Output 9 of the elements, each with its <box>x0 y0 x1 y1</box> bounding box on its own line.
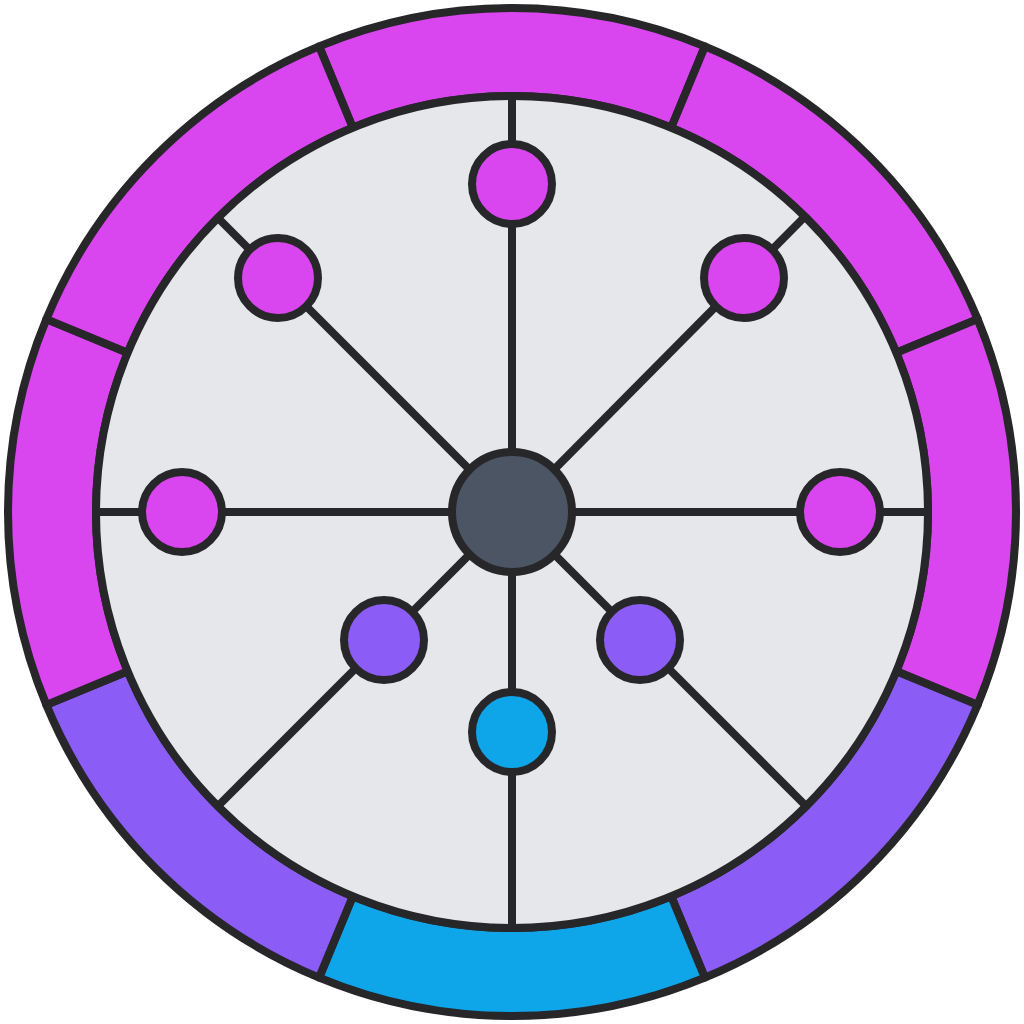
connector-line <box>572 508 800 516</box>
connector-line <box>508 572 516 692</box>
hub-node <box>448 448 576 576</box>
connector-line <box>551 551 615 615</box>
connector-line <box>222 508 452 516</box>
connector-line <box>508 224 516 452</box>
connector-line <box>303 303 473 473</box>
connector-line <box>551 303 719 473</box>
connector-line <box>409 551 473 615</box>
